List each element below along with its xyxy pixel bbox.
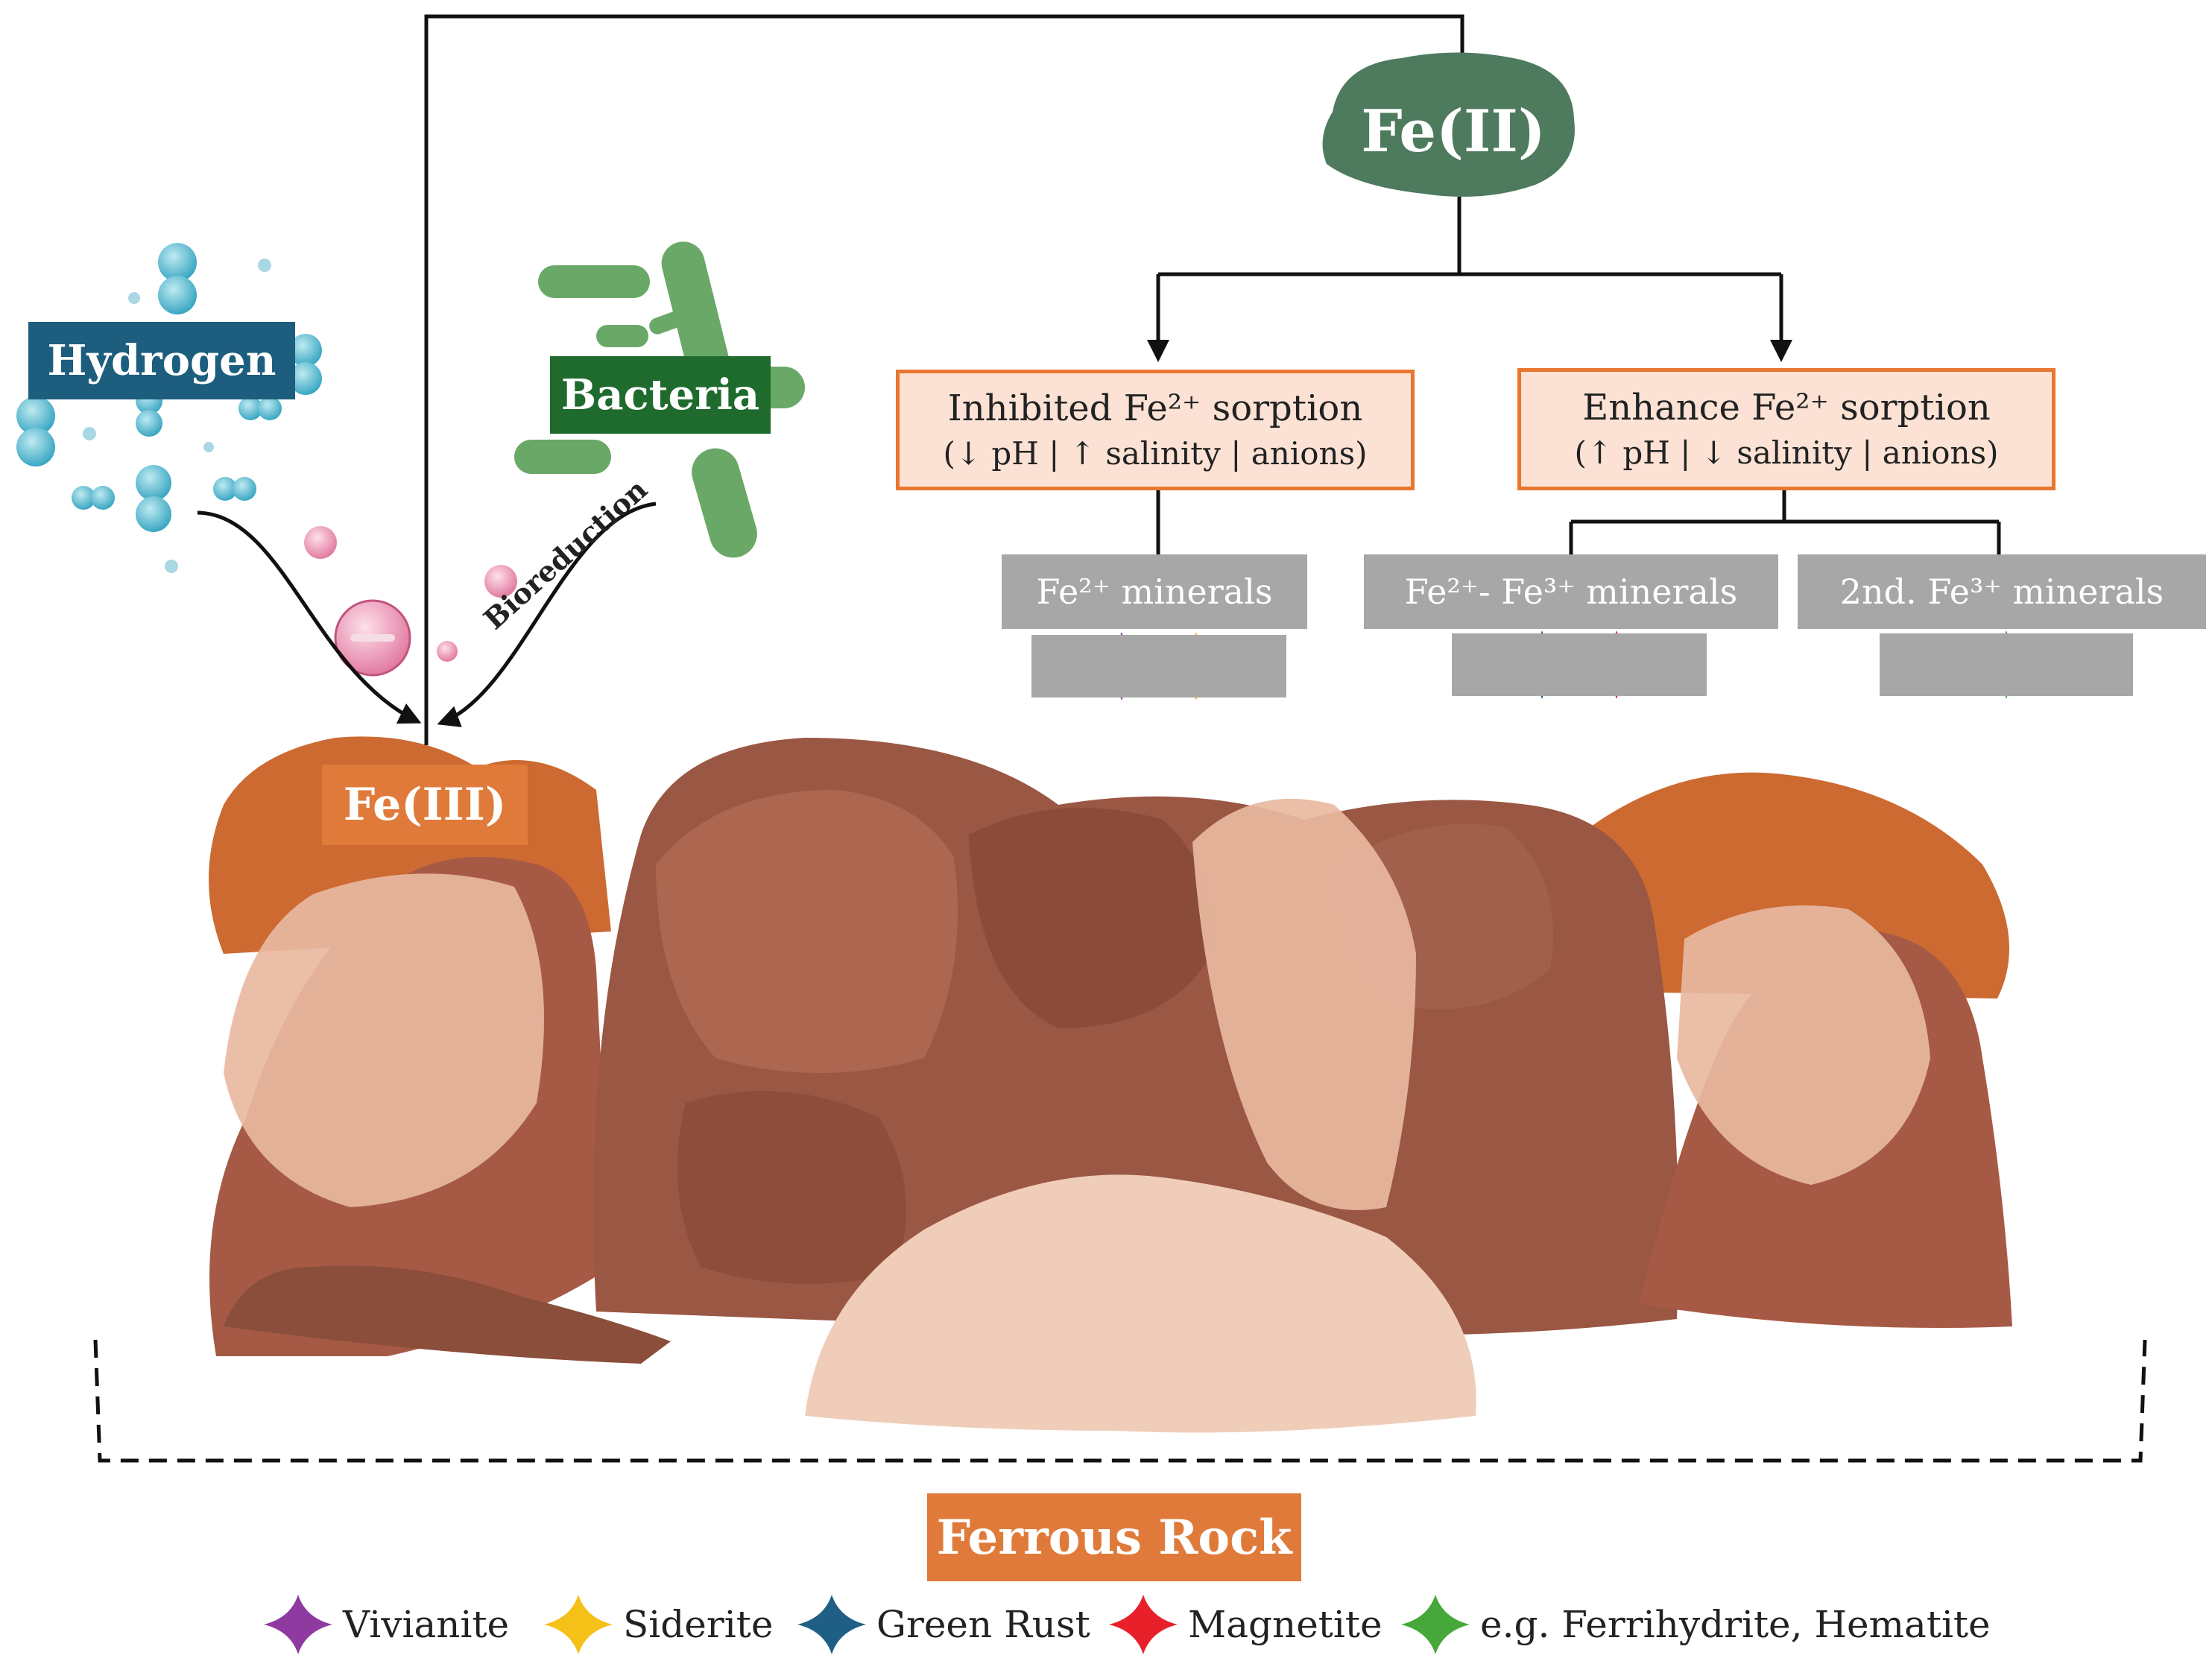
recycling-connector [424,14,1473,745]
ferrous-rock-illustration [209,736,2012,1433]
legend-label: e.g. Ferrihydrite, Hematite [1480,1603,1991,1646]
fe2-blob [1322,52,1575,197]
enhance-sorption-title: Enhance Fe²⁺ sorption [1582,387,1991,428]
legend-item-magnetite: Magnetite [1107,1595,1382,1654]
legend-label: Vivianite [343,1603,510,1646]
reduction-arrows [197,502,657,727]
fe2-fe3-minerals-label: Fe²⁺- Fe³⁺ minerals [1364,554,1778,629]
legend-label: Green Rust [876,1603,1090,1646]
star-icon [797,1595,866,1654]
enhance-sorption-conditions: (↑ pH | ↓ salinity | anions) [1574,434,1999,471]
fe2-minerals-star-bar [1031,635,1286,697]
fe2-label: Fe(II) [1361,97,1546,165]
legend-label: Siderite [623,1603,774,1646]
fe2-minerals-label: Fe²⁺ minerals [1002,554,1307,629]
legend-item-siderite: Siderite [543,1595,773,1654]
bacteria-label: Bacteria [550,356,771,434]
inhibited-sorption-conditions: (↓ pH | ↑ salinity | anions) [943,435,1368,472]
secondary-fe3-minerals-label: 2nd. Fe³⁺ minerals [1798,554,2206,629]
star-icon [1109,1595,1178,1654]
enhance-sorption-box: Enhance Fe²⁺ sorption (↑ pH | ↓ salinity… [1517,368,2055,490]
bioreduction-label: Bioreduction [477,472,654,636]
star-icon [1401,1595,1470,1654]
star-icon [544,1595,613,1654]
inhibited-sorption-title: Inhibited Fe²⁺ sorption [947,387,1363,429]
electron-icons [304,526,517,677]
hydrogen-molecule-icons [16,243,322,573]
tree-connectors [1147,197,2001,554]
inhibited-sorption-box: Inhibited Fe²⁺ sorption (↓ pH | ↑ salini… [896,370,1415,490]
legend-item-vivianite: Vivianite [262,1595,509,1654]
rock-bracket [93,1339,2147,1463]
ferrous-rock-label: Ferrous Rock [927,1493,1301,1581]
legend-item-ferrihydrite: e.g. Ferrihydrite, Hematite [1400,1595,1991,1654]
secondary-fe3-minerals-star-bar [1880,633,2133,696]
star-icon [264,1595,332,1654]
fe2-fe3-minerals-star-bar [1452,633,1707,696]
legend-label: Magnetite [1188,1603,1382,1646]
fe3-label: Fe(III) [322,765,528,845]
legend-item-green-rust: Green Rust [796,1595,1090,1654]
hydrogen-label: Hydrogen [28,322,295,399]
